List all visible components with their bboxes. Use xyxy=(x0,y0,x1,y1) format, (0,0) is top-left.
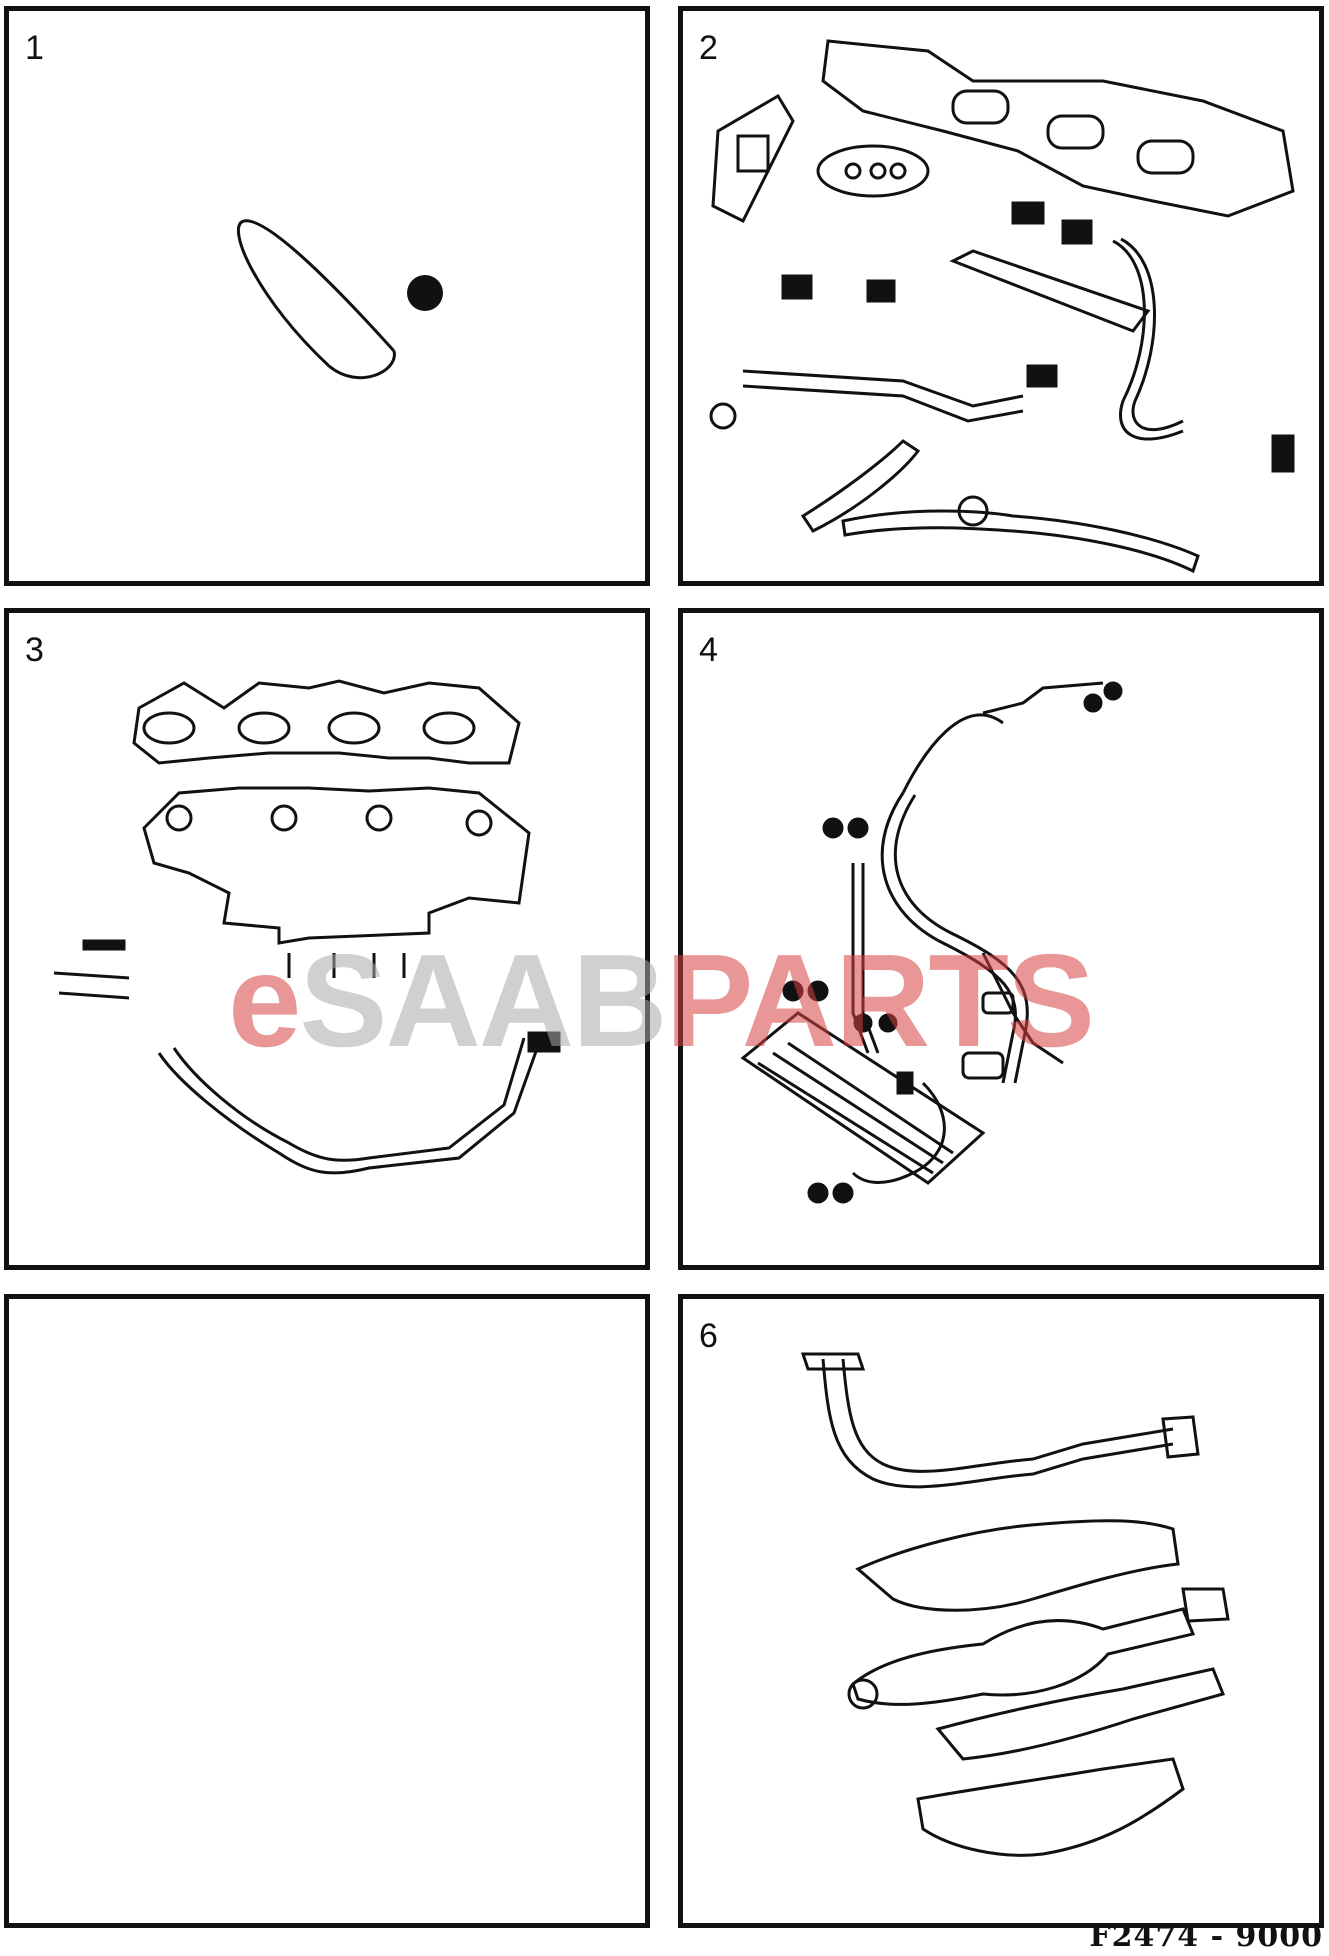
panel-6: 6 xyxy=(678,1294,1324,1928)
manifold-gasket xyxy=(821,39,1295,218)
exhaust-gasket xyxy=(132,679,521,765)
plug-dot xyxy=(407,275,443,311)
pipe xyxy=(742,369,1024,408)
panel-2-illustration xyxy=(709,39,1295,574)
heat-shield-lower xyxy=(935,1667,1226,1761)
panel-2: 2 xyxy=(678,6,1324,586)
figure-code: F2474 - 9000 xyxy=(1089,1919,1323,1954)
front-pipe xyxy=(821,1358,1174,1489)
panel-3: 3 xyxy=(4,608,650,1270)
panel-number: 1 xyxy=(25,29,44,67)
panel-6-illustration xyxy=(800,1352,1230,1857)
panel-4: 4 xyxy=(678,608,1324,1270)
oil-cooler xyxy=(740,1011,986,1185)
panel-1-illustration xyxy=(236,219,443,380)
heat-shield-upper xyxy=(855,1519,1180,1612)
panel-number: 3 xyxy=(25,631,44,669)
panel-4-illustration xyxy=(740,681,1123,1204)
wire-loop xyxy=(236,219,396,380)
panel-number: 6 xyxy=(699,1317,718,1355)
exhaust-manifold xyxy=(142,786,531,945)
panel-number: 2 xyxy=(699,29,718,67)
heat-shield-bottom xyxy=(916,1757,1185,1857)
panel-1: 1 xyxy=(4,6,650,586)
catalytic-converter xyxy=(851,1607,1196,1706)
panel-number: 4 xyxy=(699,631,718,669)
panel-5 xyxy=(4,1294,650,1928)
panel-3-illustration xyxy=(53,679,561,1175)
